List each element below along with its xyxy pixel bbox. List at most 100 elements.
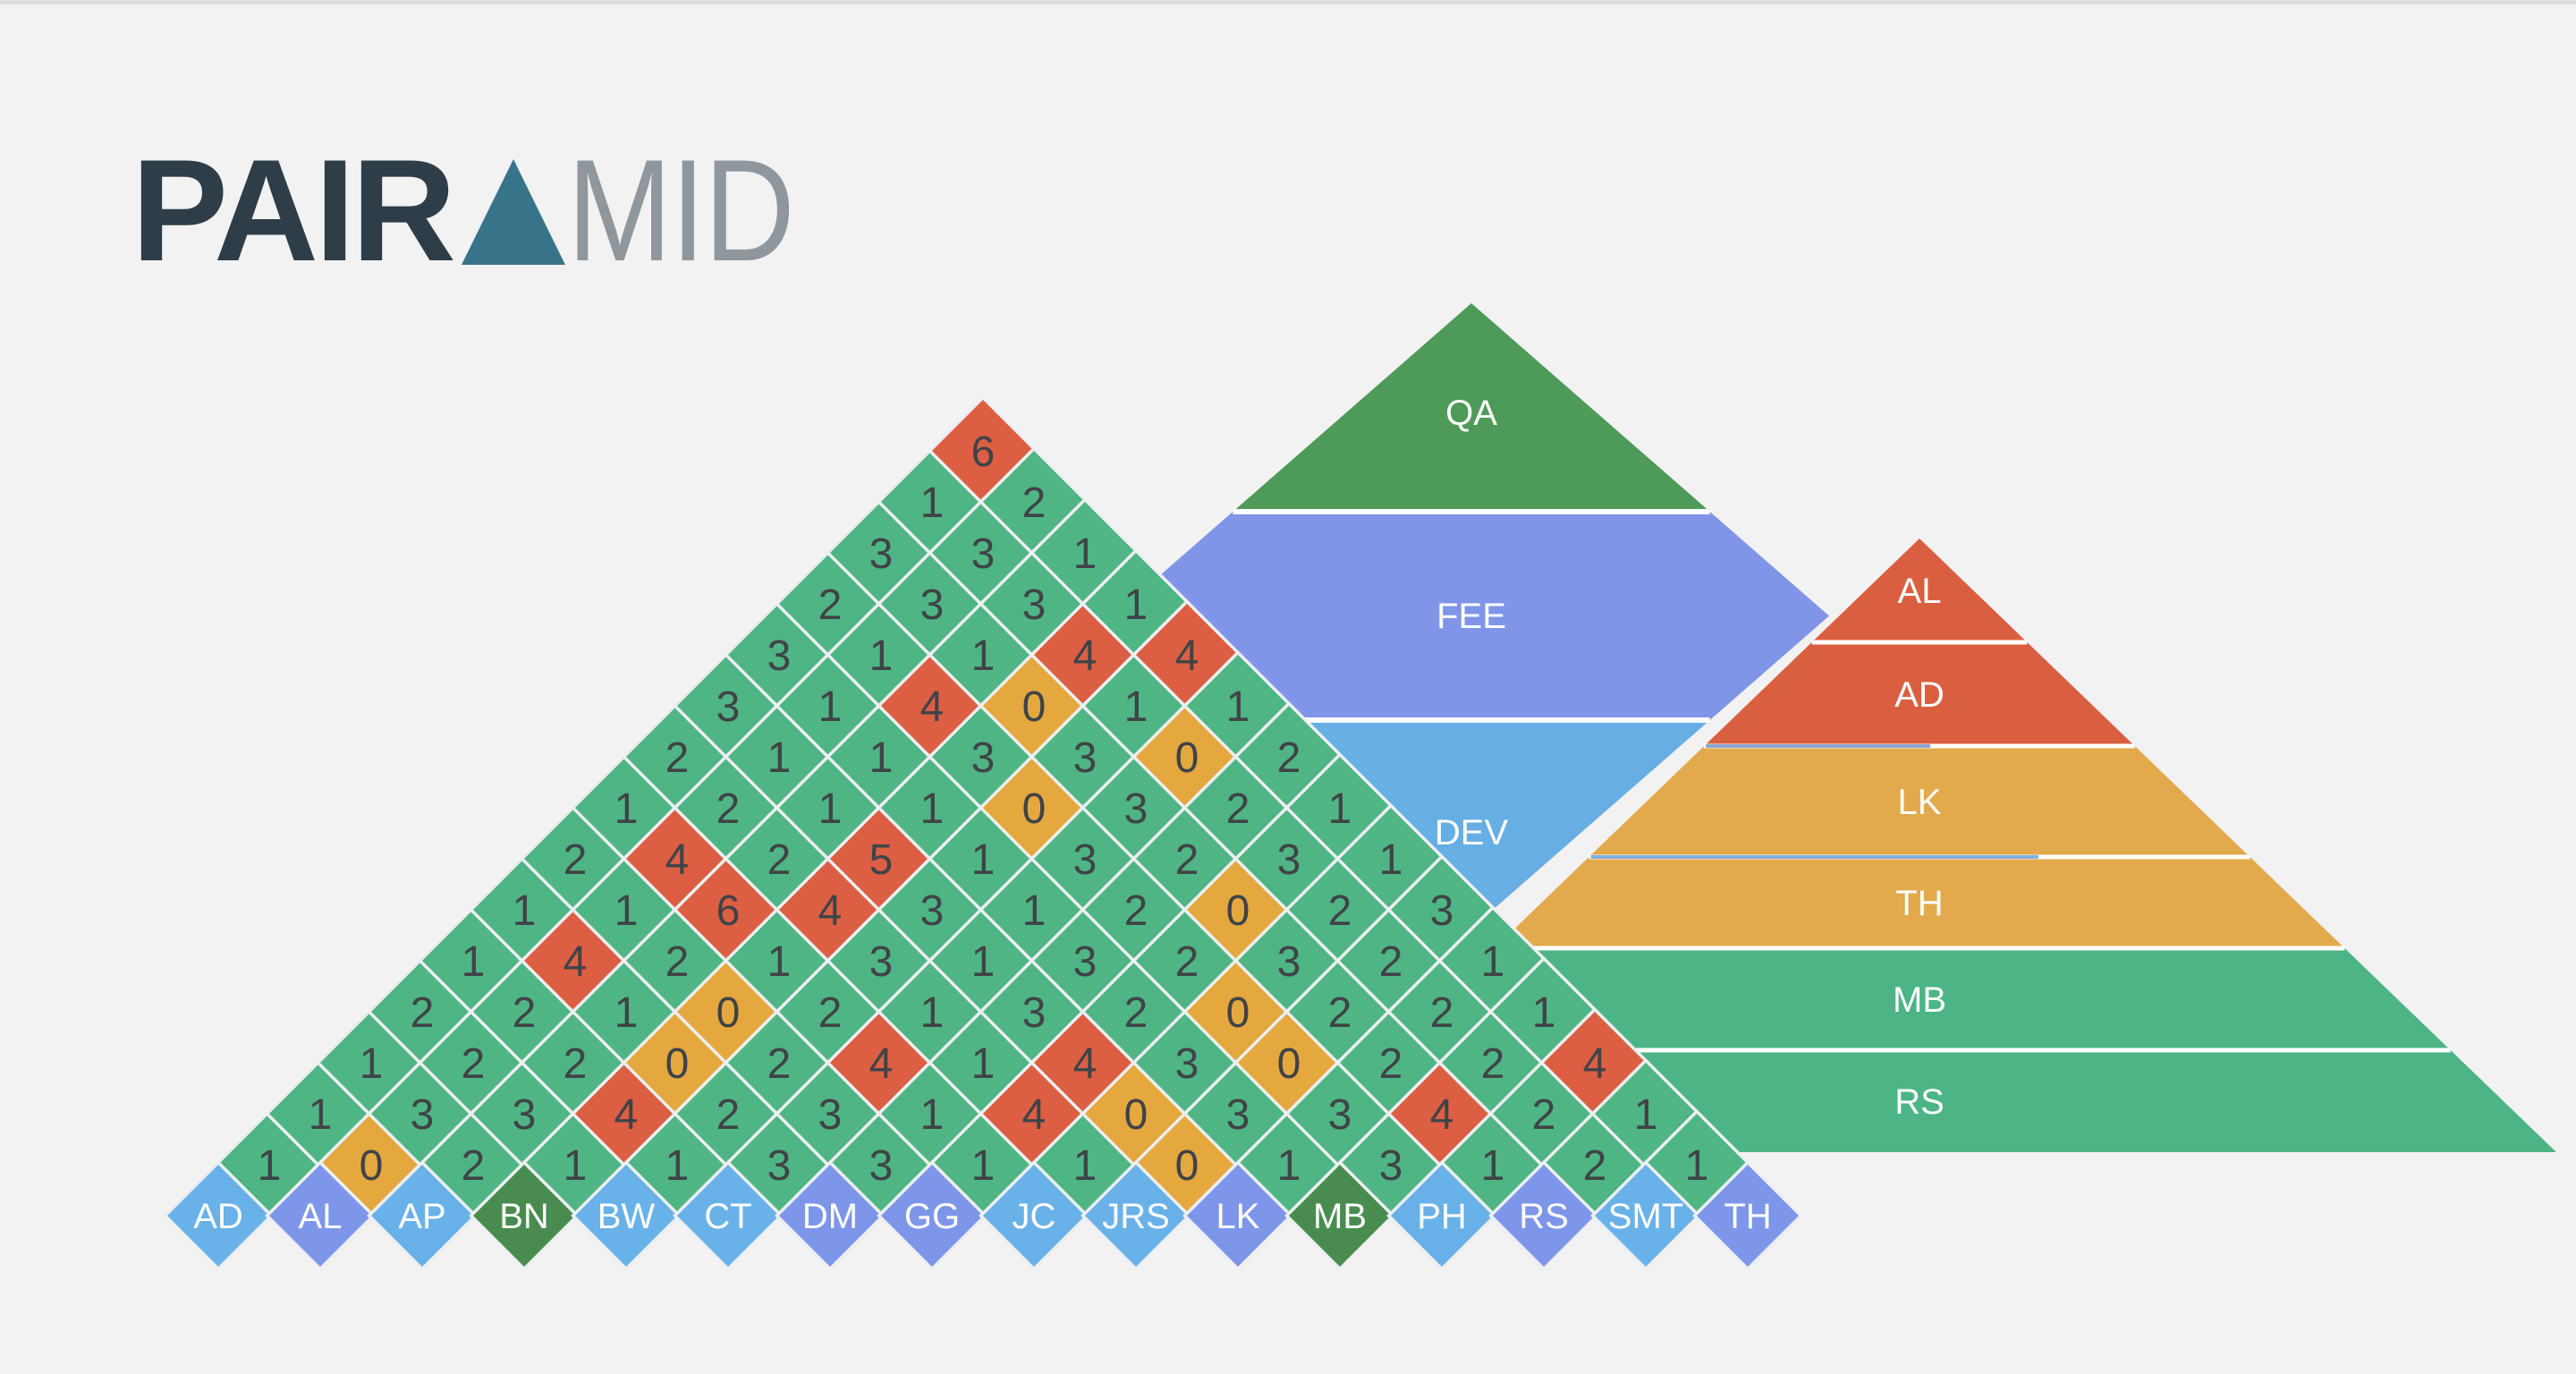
member-label-GG: GG — [904, 1197, 960, 1236]
pair-count: 3 — [1022, 989, 1046, 1037]
pair-count: 1 — [513, 887, 537, 935]
pair-count: 2 — [462, 1040, 486, 1088]
member-label-BN: BN — [499, 1197, 549, 1236]
member-LK[interactable]: LK — [1182, 1160, 1293, 1271]
pair-count: 2 — [411, 989, 435, 1037]
pair-count: 3 — [1124, 785, 1148, 833]
member-label-BW: BW — [597, 1197, 656, 1236]
pair-count: 1 — [1481, 1142, 1505, 1190]
pair-count: 3 — [1073, 836, 1097, 884]
pair-count: 5 — [869, 836, 894, 884]
pair-count: 1 — [1634, 1091, 1658, 1139]
member-MB[interactable]: MB — [1284, 1160, 1395, 1271]
pair-count: 4 — [1022, 1091, 1046, 1139]
pyramid-level-AD[interactable] — [1704, 642, 2135, 746]
pair-count: 0 — [1124, 1091, 1148, 1139]
pair-count: 1 — [920, 1091, 945, 1139]
pair-count: 0 — [360, 1142, 384, 1190]
pair-count: 1 — [767, 938, 792, 986]
member-DM[interactable]: DM — [775, 1160, 886, 1271]
logo-pyramid-icon — [462, 159, 566, 265]
pair-count: 3 — [1022, 581, 1046, 629]
pair-count: 2 — [1379, 938, 1403, 986]
member-PH[interactable]: PH — [1386, 1160, 1497, 1271]
pair-count: 2 — [818, 989, 843, 1037]
pair-count: 2 — [462, 1142, 486, 1190]
member-label-LK: LK — [1216, 1197, 1260, 1236]
pair-count: 0 — [1226, 989, 1250, 1037]
pair-count: 3 — [1073, 938, 1097, 986]
pyramid-label-RS: RS — [1894, 1082, 1945, 1122]
pair-count: 3 — [1175, 1040, 1199, 1088]
member-label-JRS: JRS — [1102, 1197, 1170, 1236]
pair-count: 1 — [1226, 683, 1250, 731]
pair-count: 1 — [614, 887, 639, 935]
member-JC[interactable]: JC — [979, 1160, 1089, 1271]
pair-count: 3 — [1430, 887, 1454, 935]
member-SMT[interactable]: SMT — [1590, 1160, 1701, 1271]
pair-count: 3 — [920, 887, 945, 935]
pair-count: 1 — [920, 989, 945, 1037]
pair-count: 2 — [564, 836, 588, 884]
member-AD[interactable]: AD — [163, 1160, 274, 1271]
pair-count: 4 — [665, 836, 690, 884]
pyramid-level-AL[interactable] — [1811, 539, 2028, 642]
pair-count: 0 — [665, 1040, 690, 1088]
pair-count: 4 — [1175, 632, 1199, 680]
pair-count: 2 — [1328, 887, 1352, 935]
pair-count: 3 — [767, 632, 792, 680]
pair-count: 1 — [1073, 1142, 1097, 1190]
logo-text-mid: MID — [567, 130, 795, 293]
pair-count: 2 — [1532, 1091, 1556, 1139]
pair-count: 1 — [971, 836, 996, 884]
pair-count: 4 — [869, 1040, 894, 1088]
pair-count: 2 — [1175, 938, 1199, 986]
member-label-MB: MB — [1313, 1197, 1367, 1236]
member-GG[interactable]: GG — [877, 1160, 987, 1271]
pair-count: 1 — [869, 734, 894, 782]
pair-count: 4 — [1583, 1040, 1607, 1088]
member-label-JC: JC — [1013, 1197, 1056, 1236]
pair-count: 3 — [1379, 1142, 1403, 1190]
pair-count: 0 — [1277, 1040, 1301, 1088]
app-logo[interactable]: PAIR MID — [131, 130, 827, 293]
pair-count: 3 — [1073, 734, 1097, 782]
pair-count: 3 — [971, 734, 996, 782]
pair-count: 2 — [818, 581, 843, 629]
pair-count: 1 — [1124, 581, 1148, 629]
pyramid-level-TH[interactable] — [1494, 857, 2345, 948]
member-BW[interactable]: BW — [571, 1160, 682, 1271]
member-JRS[interactable]: JRS — [1080, 1160, 1191, 1271]
pair-count: 2 — [767, 1040, 792, 1088]
member-BN[interactable]: BN — [469, 1160, 580, 1271]
pyramid-label-TH: TH — [1895, 884, 1943, 923]
pair-count: 4 — [818, 887, 843, 935]
member-label-AL: AL — [299, 1197, 343, 1236]
pair-count: 2 — [1430, 989, 1454, 1037]
pair-count: 2 — [716, 785, 741, 833]
pair-count: 0 — [1022, 683, 1046, 731]
role-level-FEE[interactable] — [1114, 512, 1829, 720]
role-level-QA[interactable] — [1233, 303, 1710, 512]
pair-matrix-chart: 1112112123323160322414211133223212621141… — [163, 395, 1803, 1271]
pair-count: 3 — [1277, 836, 1301, 884]
pair-count: 1 — [1277, 1142, 1301, 1190]
pair-count: 3 — [411, 1091, 435, 1139]
member-RS[interactable]: RS — [1488, 1160, 1599, 1271]
pair-count: 1 — [971, 938, 996, 986]
pyramid-level-MB[interactable] — [1388, 948, 2451, 1050]
pair-count: 4 — [1073, 1040, 1097, 1088]
pair-count: 1 — [1532, 989, 1556, 1037]
pair-count: 1 — [1379, 836, 1403, 884]
pair-count: 1 — [971, 1142, 996, 1190]
pyramid-level-LK[interactable] — [1589, 746, 2250, 857]
pair-count: 3 — [971, 530, 996, 578]
member-AP[interactable]: AP — [367, 1160, 478, 1271]
member-TH[interactable]: TH — [1692, 1160, 1803, 1271]
member-AL[interactable]: AL — [265, 1160, 376, 1271]
pair-count: 0 — [1226, 887, 1250, 935]
member-CT[interactable]: CT — [673, 1160, 784, 1271]
pair-count: 4 — [1430, 1091, 1454, 1139]
pair-count: 3 — [767, 1142, 792, 1190]
